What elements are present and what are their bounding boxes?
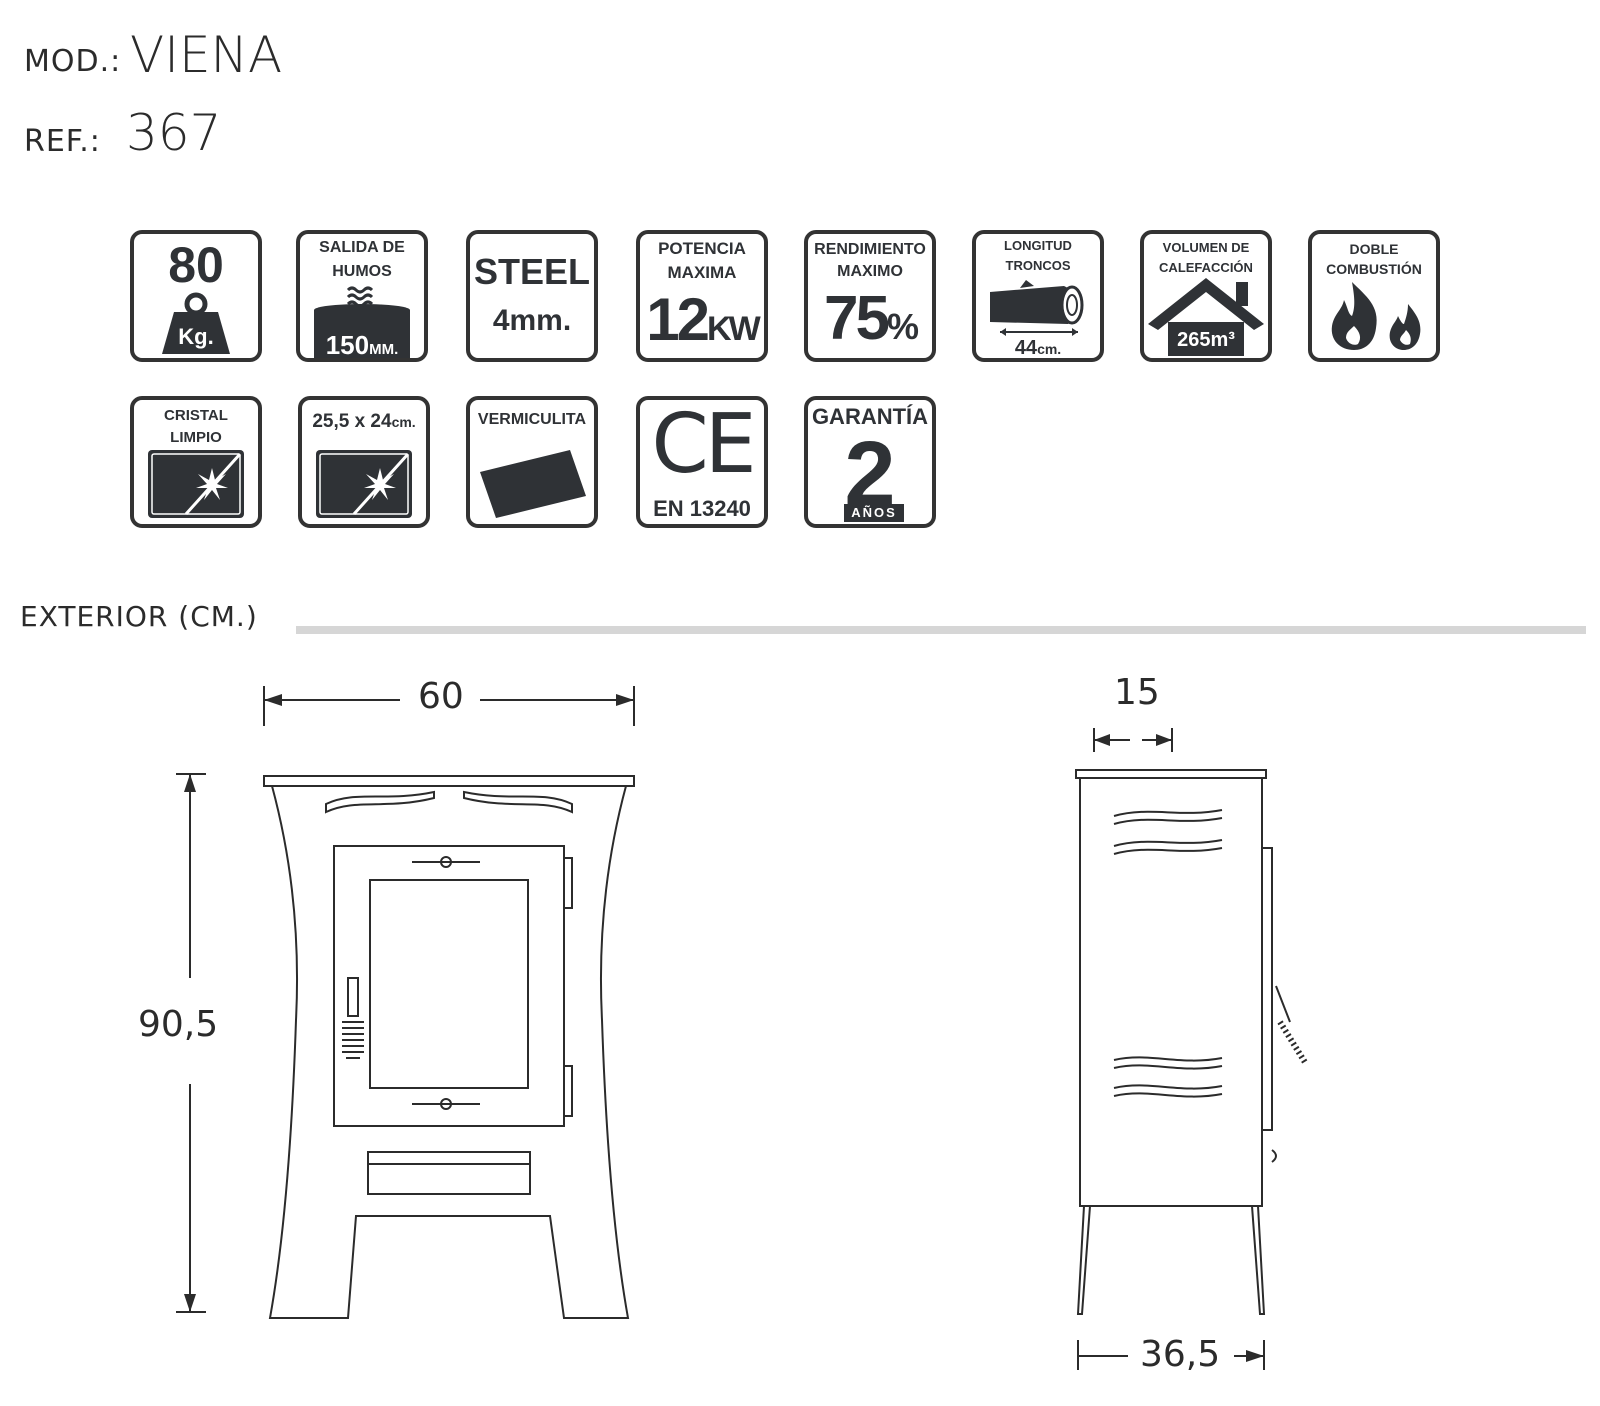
weight-unit: Kg. <box>178 324 214 349</box>
side-top-offset-label: 15 <box>1114 672 1160 713</box>
clean-glass-badge: CRISTAL LIMPIO <box>130 396 262 528</box>
ref-value: 367 <box>126 104 222 162</box>
smoke-line2: HUMOS <box>332 263 392 280</box>
house-icon <box>1148 278 1264 356</box>
smoke-line1: SALIDA DE <box>319 239 405 256</box>
ce-mark-badge: CE EN 13240 <box>636 396 768 528</box>
ce-mark: CE <box>651 397 756 492</box>
smoke-outlet-badge: SALIDA DE HUMOS 150MM. <box>296 230 428 362</box>
combustion-line2: COMBUSTIÓN <box>1326 261 1422 277</box>
volume-line2: CALEFACCIÓN <box>1159 260 1253 275</box>
warranty-line1: GARANTÍA <box>811 404 929 429</box>
logs-line1: LONGITUD <box>1004 238 1072 253</box>
power-line1: POTENCIA <box>658 239 746 258</box>
efficiency-value: 75% <box>824 284 919 353</box>
front-height-label: 90,5 <box>138 1004 219 1045</box>
ce-norm: EN 13240 <box>653 496 751 521</box>
power-value: 12KW <box>646 286 760 353</box>
smoke-pipe-icon <box>314 286 410 358</box>
glass-size-badge: 25,5 x 24cm. <box>298 396 430 528</box>
model-label: MOD.: <box>24 44 122 79</box>
model-value: VIENA <box>130 26 283 84</box>
glass-size-value: 25,5 x 24cm. <box>312 411 416 432</box>
smoke-value: 150MM. <box>325 330 399 360</box>
heating-volume-badge: VOLUMEN DE CALEFACCIÓN 265m³ <box>1140 230 1272 362</box>
clean-glass-line2: LIMPIO <box>170 429 222 446</box>
logs-line2: TRONCOS <box>1005 258 1071 273</box>
efficiency-badge: RENDIMIENTO MAXIMO 75% <box>804 230 936 362</box>
efficiency-line2: MAXIMO <box>837 263 903 280</box>
clean-glass-line1: CRISTAL <box>164 407 228 424</box>
exterior-section-title: EXTERIOR (CM.) <box>20 600 258 633</box>
volume-value: 265m³ <box>1177 329 1235 351</box>
steel-line1: STEEL <box>473 251 590 292</box>
steel-badge: STEEL 4mm. <box>466 230 598 362</box>
volume-line1: VOLUMEN DE <box>1162 240 1250 255</box>
warranty-unit: AÑOS <box>844 504 904 522</box>
vermiculite-line1: VERMICULITA <box>477 411 587 428</box>
weight-badge: 80 Kg. <box>130 230 262 362</box>
log-length-badge: LONGITUD TRONCOS 44cm. <box>972 230 1104 362</box>
log-icon <box>990 280 1084 336</box>
weight-value: 80 <box>168 237 224 293</box>
glass-sparkle-icon <box>316 450 412 518</box>
section-divider <box>296 626 1586 634</box>
double-combustion-badge: DOBLE COMBUSTIÓN <box>1308 230 1440 362</box>
front-width-label: 60 <box>418 676 464 717</box>
flames-icon <box>1331 282 1421 350</box>
power-line2: MAXIMA <box>667 263 737 282</box>
vermiculite-slab-icon <box>480 450 586 518</box>
power-badge: POTENCIA MAXIMA 12KW <box>636 230 768 362</box>
warranty-badge: GARANTÍA 2 AÑOS <box>804 396 936 528</box>
side-depth-label: 36,5 <box>1140 1334 1221 1375</box>
efficiency-line1: RENDIMIENTO <box>814 241 926 258</box>
vermiculite-badge: VERMICULITA <box>466 396 598 528</box>
glass-sparkle-icon <box>148 450 244 518</box>
logs-value: 44cm. <box>1014 337 1062 359</box>
steel-line2: 4mm. <box>492 304 572 337</box>
weight-icon <box>162 292 230 354</box>
combustion-line1: DOBLE <box>1349 241 1399 257</box>
ref-label: REF.: <box>24 124 101 159</box>
